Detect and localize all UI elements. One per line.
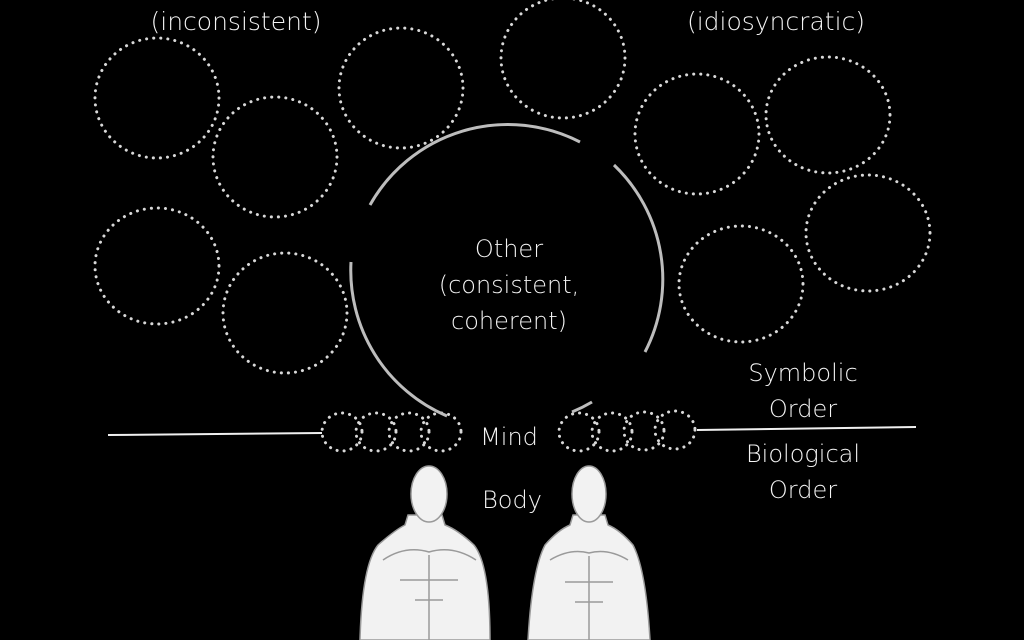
female-figure xyxy=(527,465,651,640)
mind-label: Mind xyxy=(480,423,538,451)
biological-line1: Biological xyxy=(745,440,861,468)
other-label: Other (consistent, coherent) xyxy=(439,231,580,339)
biological-order-label: Biological Order xyxy=(746,436,860,508)
biological-line2: Order xyxy=(768,476,838,504)
dotted-circle xyxy=(337,26,465,150)
other-circle xyxy=(349,123,665,418)
dotted-circles xyxy=(93,0,932,453)
body-label: Body xyxy=(482,486,542,514)
symbolic-line2: Order xyxy=(768,395,838,423)
idiosyncratic-label: (idiosyncratic) xyxy=(686,7,866,36)
other-arc-left xyxy=(349,261,448,418)
dotted-circle xyxy=(677,224,805,344)
other-sub1: (consistent, xyxy=(438,271,580,299)
small-dotted-circle xyxy=(320,411,364,453)
male-figure xyxy=(359,465,491,640)
divider-line-left xyxy=(107,432,323,436)
small-dotted-circle xyxy=(622,410,666,452)
symbolic-order-label: Symbolic Order xyxy=(748,355,857,427)
symbolic-line1: Symbolic xyxy=(748,359,858,387)
dotted-circle xyxy=(93,36,221,160)
dotted-circle xyxy=(499,0,627,120)
dotted-circle xyxy=(633,72,761,196)
small-dotted-circle xyxy=(354,411,398,453)
small-dotted-circle xyxy=(653,409,697,451)
divider-line-right xyxy=(696,426,917,431)
other-arc-bottom xyxy=(571,400,593,414)
other-sub2: coherent) xyxy=(451,307,567,335)
dotted-circle xyxy=(764,55,892,175)
dotted-circle xyxy=(93,206,221,326)
other-arc-top xyxy=(368,123,581,206)
dotted-circle xyxy=(211,95,339,219)
small-dotted-circle xyxy=(419,411,463,453)
inconsistent-label: (inconsistent) xyxy=(150,7,322,36)
dotted-circle xyxy=(804,173,932,293)
small-dotted-circle xyxy=(557,411,601,453)
small-dotted-circle xyxy=(590,411,634,453)
small-dotted-circle xyxy=(387,411,431,453)
other-title: Other xyxy=(474,235,544,263)
dotted-circle xyxy=(221,251,349,375)
other-arc-right xyxy=(612,163,665,353)
